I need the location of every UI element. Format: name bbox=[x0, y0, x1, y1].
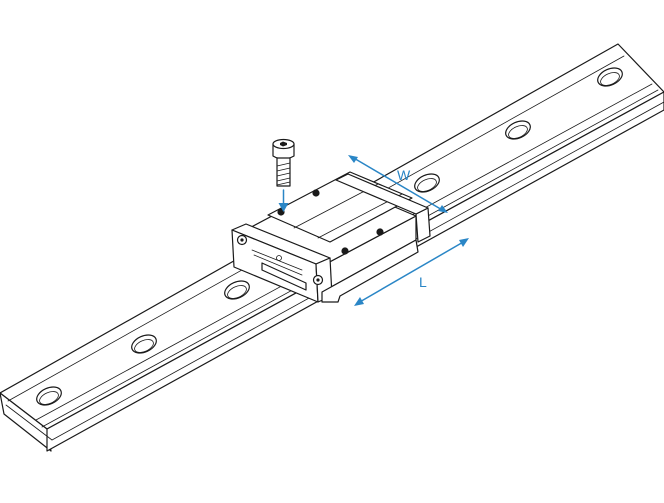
right-end-seal-top bbox=[335, 173, 429, 215]
seal-lip bbox=[253, 254, 303, 276]
dimension-length: L bbox=[354, 238, 469, 306]
block-base bbox=[321, 239, 419, 303]
arrow-icon bbox=[278, 203, 289, 212]
hex-socket bbox=[280, 141, 287, 147]
rail-hole-inner bbox=[600, 72, 620, 86]
block-tapped-hole bbox=[312, 189, 320, 197]
arrow-icon bbox=[438, 205, 448, 213]
arrow-icon bbox=[348, 155, 358, 163]
rail-side-face bbox=[0, 392, 52, 452]
rail-hole-inner bbox=[134, 339, 154, 353]
rail-hole-inner bbox=[227, 285, 247, 299]
rail-hole-inner bbox=[508, 125, 528, 139]
screw-thread bbox=[276, 177, 291, 182]
length-label: L bbox=[419, 274, 427, 290]
rail-side-groove bbox=[5, 404, 53, 441]
screw-thread bbox=[276, 181, 291, 186]
length-dimension-line bbox=[357, 240, 466, 304]
dimension-width: W bbox=[348, 155, 448, 213]
end-plate-screw-center bbox=[240, 238, 244, 242]
rail-hole-inner bbox=[39, 391, 59, 405]
carriage-block bbox=[231, 171, 431, 303]
cap-screw bbox=[272, 138, 295, 212]
block-tapped-hole bbox=[376, 228, 384, 236]
rail-under-block bbox=[261, 262, 307, 291]
width-label: W bbox=[397, 167, 411, 183]
screw-thread bbox=[276, 172, 291, 177]
screw-shank bbox=[276, 157, 291, 187]
arrow-icon bbox=[354, 297, 364, 306]
end-plate-screw-center bbox=[316, 278, 320, 282]
seal-lip bbox=[251, 249, 303, 271]
rail-mounting-holes bbox=[36, 67, 623, 406]
arrow-icon bbox=[459, 238, 469, 247]
screw-thread bbox=[276, 162, 291, 167]
screw-thread bbox=[276, 167, 291, 172]
rail-hole-inner bbox=[417, 178, 437, 192]
block-tapped-hole bbox=[341, 247, 349, 255]
width-dimension-line bbox=[351, 156, 445, 212]
